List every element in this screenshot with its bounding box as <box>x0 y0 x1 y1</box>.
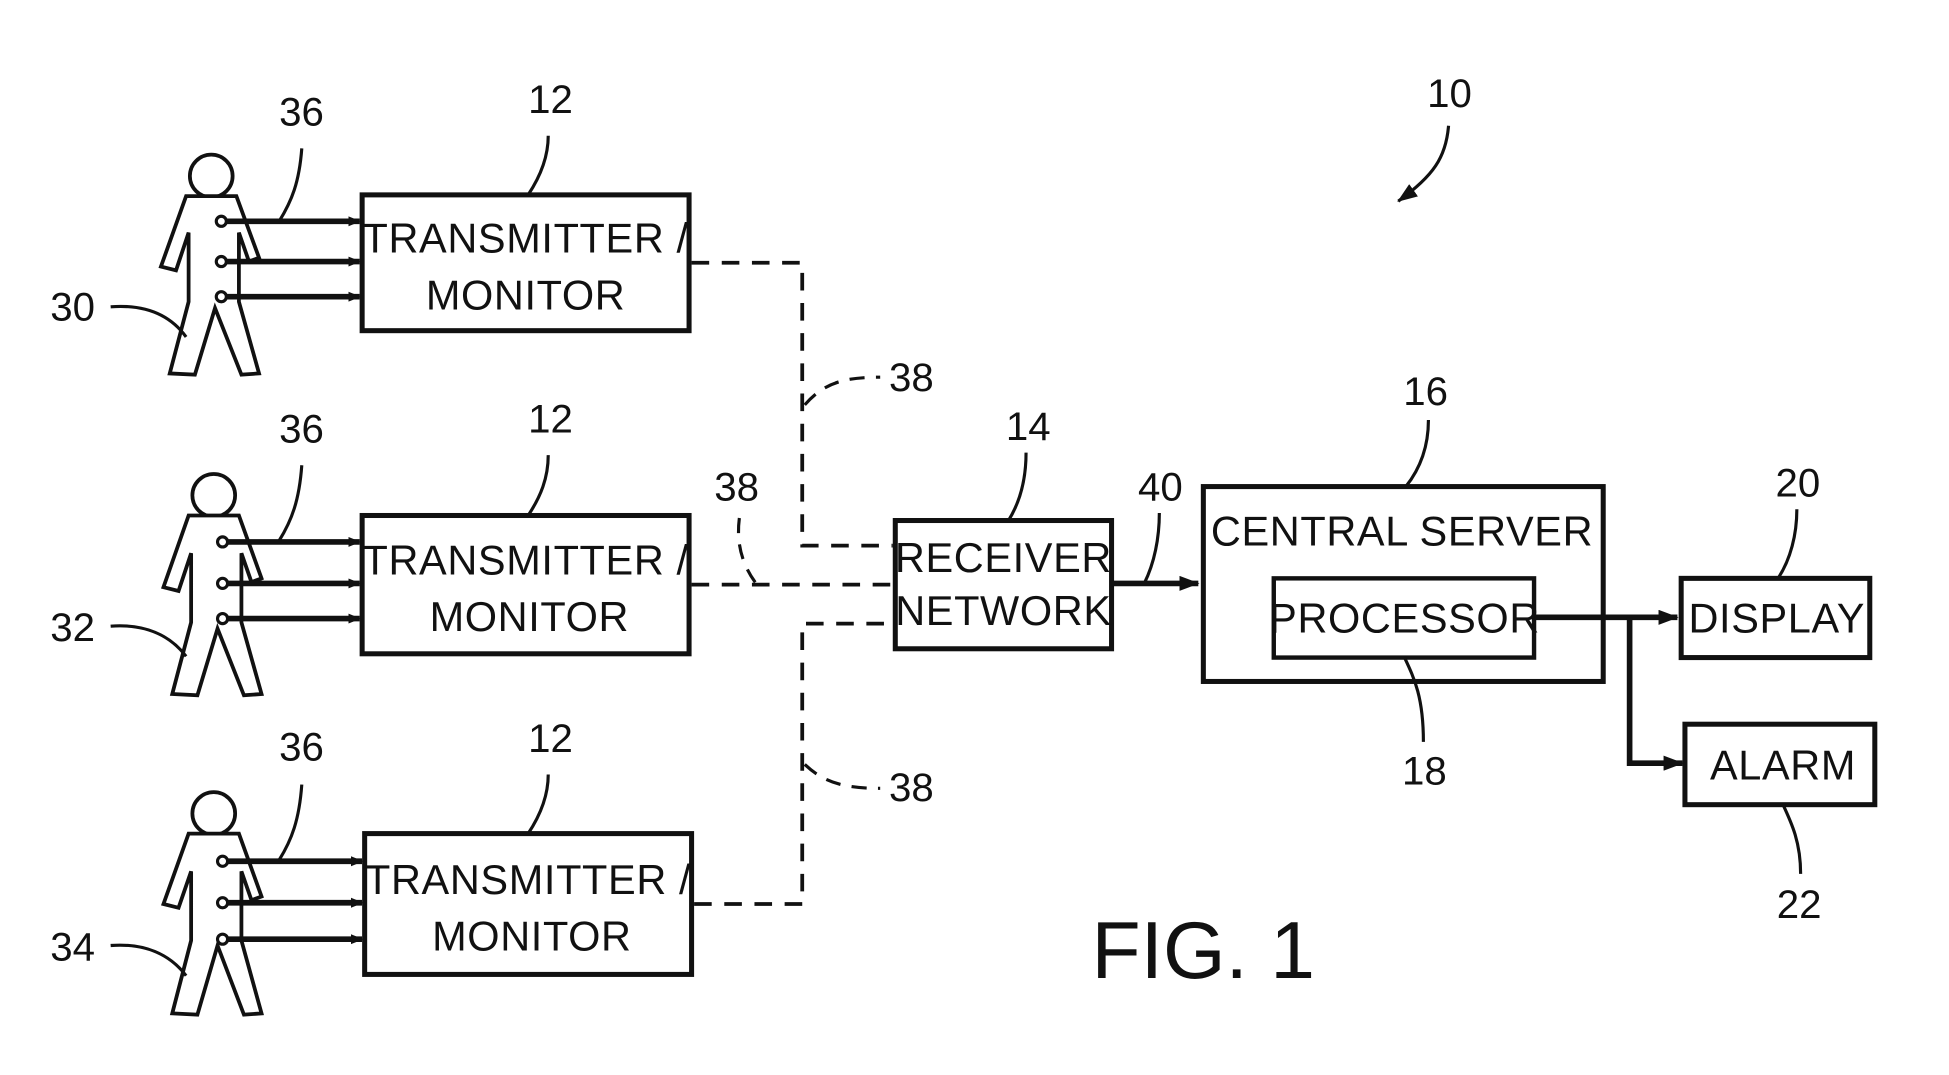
receiver-line1: RECEIVER <box>895 534 1112 581</box>
sensor-icon <box>218 934 228 944</box>
receiver-line2: NETWORK <box>895 587 1111 634</box>
system-ref-arrow-icon <box>1398 126 1448 201</box>
leader-line <box>1778 509 1797 578</box>
leader-line <box>528 136 548 195</box>
sensor-icon <box>218 537 228 547</box>
alarm-label: ALARM <box>1710 742 1856 789</box>
figure-title: FIG. 1 <box>1091 906 1315 996</box>
processor-to-alarm-link <box>1630 617 1683 763</box>
leader-line <box>1144 513 1159 583</box>
leader-line <box>111 945 186 976</box>
link-ref-label: 40 <box>1138 464 1183 509</box>
patient-ref-label: 32 <box>50 605 95 650</box>
monitor-ref-label: 12 <box>528 77 573 122</box>
patient-group-2: 32 36 12 TRANSMITTER / MONITOR <box>50 397 689 696</box>
sensor-ref-label: 36 <box>279 407 324 452</box>
monitor-line1: TRANSMITTER / <box>365 856 691 903</box>
sensor-icon <box>216 292 226 302</box>
sensor-ref-label: 36 <box>279 90 324 135</box>
wireless-ref-label: 38 <box>889 765 934 810</box>
processor-label: PROCESSOR <box>1269 594 1540 641</box>
leader-line <box>805 764 880 788</box>
patient-group-3: 34 36 12 TRANSMITTER / MONITOR <box>50 716 691 1015</box>
leader-line <box>528 775 548 834</box>
sensor-icon <box>218 578 228 588</box>
sensor-icon <box>216 216 226 226</box>
leader-line <box>279 465 302 540</box>
sensor-icon <box>216 256 226 266</box>
leader-line <box>1008 453 1026 521</box>
monitor-ref-label: 12 <box>528 397 573 442</box>
alarm-ref-label: 22 <box>1777 882 1822 927</box>
leader-line <box>111 626 186 657</box>
leader-line <box>805 377 880 405</box>
leader-line <box>528 455 548 515</box>
monitor-ref-label: 12 <box>528 716 573 761</box>
leader-line <box>1783 805 1801 874</box>
leader-line <box>738 518 756 585</box>
processor-ref-label: 18 <box>1402 749 1447 794</box>
server-ref-label: 16 <box>1403 369 1448 414</box>
system-ref-label: 10 <box>1427 71 1472 116</box>
sensor-ref-label: 36 <box>279 725 324 770</box>
wireless-link-3 <box>694 624 893 904</box>
monitor-line2: MONITOR <box>426 271 626 318</box>
leader-line <box>279 785 302 860</box>
leader-line <box>111 306 186 337</box>
wireless-ref-label: 38 <box>714 464 759 509</box>
person-icon <box>161 155 259 375</box>
leader-line <box>279 148 302 221</box>
display-label: DISPLAY <box>1688 594 1865 641</box>
monitor-line1: TRANSMITTER / <box>362 537 688 584</box>
monitor-line1: TRANSMITTER / <box>362 215 688 262</box>
patient-ref-label: 34 <box>50 925 95 970</box>
leader-line <box>1406 420 1429 487</box>
monitor-line2: MONITOR <box>432 913 632 960</box>
sensor-icon <box>218 614 228 624</box>
server-label: CENTRAL SERVER <box>1211 508 1593 555</box>
sensor-icon <box>218 856 228 866</box>
receiver-ref-label: 14 <box>1006 404 1051 449</box>
patient-ref-label: 30 <box>50 285 95 330</box>
monitor-line2: MONITOR <box>430 593 630 640</box>
sensor-icon <box>218 898 228 908</box>
wireless-ref-label: 38 <box>889 355 934 400</box>
display-ref-label: 20 <box>1775 461 1820 506</box>
patient-group-1: 30 36 12 TRANSMITTER / MONITOR <box>50 77 689 375</box>
